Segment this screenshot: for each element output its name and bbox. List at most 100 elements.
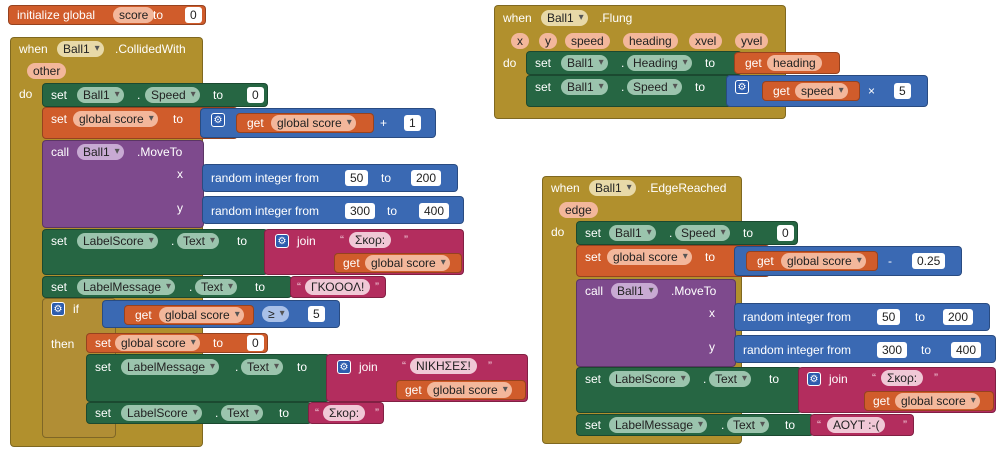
variable-dropdown[interactable]: global score	[365, 255, 450, 271]
property-dropdown[interactable]: Speed	[627, 79, 682, 95]
component-dropdown[interactable]: Ball1	[561, 55, 608, 71]
param-yvel[interactable]: yvel	[735, 33, 769, 49]
param-heading[interactable]: heading	[623, 33, 678, 49]
get-global-score-block[interactable]: get global score	[334, 253, 462, 273]
component-dropdown[interactable]: Ball1	[561, 79, 608, 95]
variable-dropdown[interactable]: global score	[781, 253, 866, 269]
global-name-field[interactable]: score	[113, 7, 155, 23]
mutator-gear-icon[interactable]: ⚙	[807, 372, 821, 386]
score-value[interactable]: 0	[247, 335, 264, 351]
component-dropdown[interactable]: Ball1	[57, 41, 104, 57]
mutator-gear-icon[interactable]: ⚙	[735, 80, 749, 94]
property-dropdown[interactable]: Speed	[145, 87, 200, 103]
text-literal[interactable]: ΑΟΥΤ :-(	[827, 417, 886, 433]
add-value[interactable]: 1	[404, 115, 421, 131]
random-integer-x-block[interactable]: random integer from 50 to 200	[734, 303, 990, 331]
text-literal[interactable]: Σκορ:	[881, 370, 924, 386]
param-speed[interactable]: speed	[565, 33, 610, 49]
call-moveto-block[interactable]: call Ball1 .MoveTo x y	[42, 140, 204, 228]
property-dropdown[interactable]: Text	[221, 405, 264, 421]
y-to-value[interactable]: 400	[951, 342, 982, 358]
get-global-score-block[interactable]: get global score	[746, 251, 878, 271]
speed-value[interactable]: 0	[247, 87, 264, 103]
variable-dropdown[interactable]: global score	[271, 115, 356, 131]
property-dropdown[interactable]: Text	[195, 279, 238, 295]
y-from-value[interactable]: 300	[877, 342, 908, 358]
compare-operator-dropdown[interactable]: ≥	[262, 306, 289, 322]
set-ball-speed-block[interactable]: set Ball1 . Speed to 0	[42, 83, 268, 107]
heading-param[interactable]: heading	[767, 55, 822, 71]
set-labelmessage-block[interactable]: set LabelMessage . Text to	[86, 354, 330, 402]
set-labelscore-block[interactable]: set LabelScore . Text to	[42, 229, 268, 275]
subtract-value[interactable]: 0.25	[912, 253, 946, 269]
param-edge[interactable]: edge	[559, 202, 598, 218]
speed-param-dropdown[interactable]: speed	[795, 83, 848, 99]
mutator-gear-icon[interactable]: ⚙	[337, 360, 351, 374]
x-to-value[interactable]: 200	[943, 309, 974, 325]
get-global-score-block[interactable]: get global score	[236, 113, 374, 133]
component-dropdown[interactable]: Ball1	[589, 180, 636, 196]
property-dropdown[interactable]: Text	[177, 233, 220, 249]
get-speed-block[interactable]: get speed	[762, 81, 860, 101]
text-literal[interactable]: Σκορ:	[323, 405, 366, 421]
call-moveto-block[interactable]: call Ball1 .MoveTo x y	[576, 279, 736, 367]
set-global-score-block[interactable]: set global score to 0	[86, 333, 268, 353]
initialize-global-block[interactable]: initialize global score to 0	[8, 5, 206, 25]
property-dropdown[interactable]: Text	[727, 417, 770, 433]
set-labelscore-block[interactable]: set LabelScore . Text to	[576, 367, 802, 413]
property-dropdown[interactable]: Heading	[627, 55, 692, 71]
set-labelmessage-block[interactable]: set LabelMessage . Text to	[42, 276, 292, 298]
component-dropdown[interactable]: LabelMessage	[121, 359, 220, 375]
mutator-gear-icon[interactable]: ⚙	[211, 113, 225, 127]
y-from-value[interactable]: 300	[345, 203, 376, 219]
y-to-value[interactable]: 400	[419, 203, 450, 219]
init-value-field[interactable]: 0	[185, 7, 202, 23]
text-literal[interactable]: Σκορ:	[349, 232, 392, 248]
x-from-value[interactable]: 50	[877, 309, 901, 325]
component-dropdown[interactable]: LabelMessage	[77, 279, 176, 295]
get-heading-block[interactable]: get heading	[734, 52, 840, 74]
variable-dropdown[interactable]: global score	[607, 249, 692, 265]
set-ball-speed-block[interactable]: set Ball1 . Speed to	[526, 75, 732, 107]
text-block[interactable]: “ ΑΟΥΤ :-( ”	[810, 414, 914, 436]
mutator-gear-icon[interactable]: ⚙	[275, 234, 289, 248]
get-global-score-block[interactable]: get global score	[124, 305, 254, 325]
component-dropdown[interactable]: Ball1	[77, 144, 124, 160]
random-integer-x-block[interactable]: random integer from 50 to 200	[202, 164, 458, 192]
text-block[interactable]: “ Σκορ: ”	[308, 402, 384, 424]
compare-value[interactable]: 5	[308, 306, 325, 322]
get-global-score-block[interactable]: get global score	[864, 391, 994, 411]
component-dropdown[interactable]: LabelMessage	[609, 417, 708, 433]
set-labelmessage-block[interactable]: set LabelMessage . Text to	[576, 414, 814, 436]
random-integer-y-block[interactable]: random integer from 300 to 400	[202, 196, 464, 224]
text-literal[interactable]: ΓΚΟΟΟΛ!	[305, 279, 371, 295]
component-dropdown[interactable]: Ball1	[541, 10, 588, 26]
variable-dropdown[interactable]: global score	[159, 307, 244, 323]
component-dropdown[interactable]: Ball1	[77, 87, 124, 103]
x-from-value[interactable]: 50	[345, 170, 369, 186]
variable-dropdown[interactable]: global score	[895, 393, 980, 409]
param-x[interactable]: x	[511, 33, 529, 49]
multiply-value[interactable]: 5	[894, 83, 911, 99]
variable-dropdown[interactable]: global score	[427, 382, 512, 398]
component-dropdown[interactable]: LabelScore	[121, 405, 202, 421]
variable-dropdown[interactable]: global score	[73, 111, 158, 127]
text-block[interactable]: “ ΓΚΟΟΟΛ! ”	[290, 276, 386, 298]
text-literal[interactable]: ΝΙΚΗΣΕΣ!	[410, 358, 477, 374]
component-dropdown[interactable]: Ball1	[609, 225, 656, 241]
component-dropdown[interactable]: Ball1	[611, 283, 658, 299]
speed-value[interactable]: 0	[777, 225, 794, 241]
get-global-score-block[interactable]: get global score	[396, 380, 526, 400]
set-labelscore-block[interactable]: set LabelScore . Text to	[86, 402, 312, 424]
param-other[interactable]: other	[27, 63, 67, 79]
random-integer-y-block[interactable]: random integer from 300 to 400	[734, 335, 996, 363]
property-dropdown[interactable]: Text	[241, 359, 284, 375]
param-y[interactable]: y	[539, 33, 557, 49]
component-dropdown[interactable]: LabelScore	[609, 371, 690, 387]
component-dropdown[interactable]: LabelScore	[77, 233, 158, 249]
x-to-value[interactable]: 200	[411, 170, 442, 186]
property-dropdown[interactable]: Speed	[675, 225, 730, 241]
property-dropdown[interactable]: Text	[709, 371, 752, 387]
param-xvel[interactable]: xvel	[689, 33, 723, 49]
mutator-gear-icon[interactable]: ⚙	[51, 302, 65, 316]
